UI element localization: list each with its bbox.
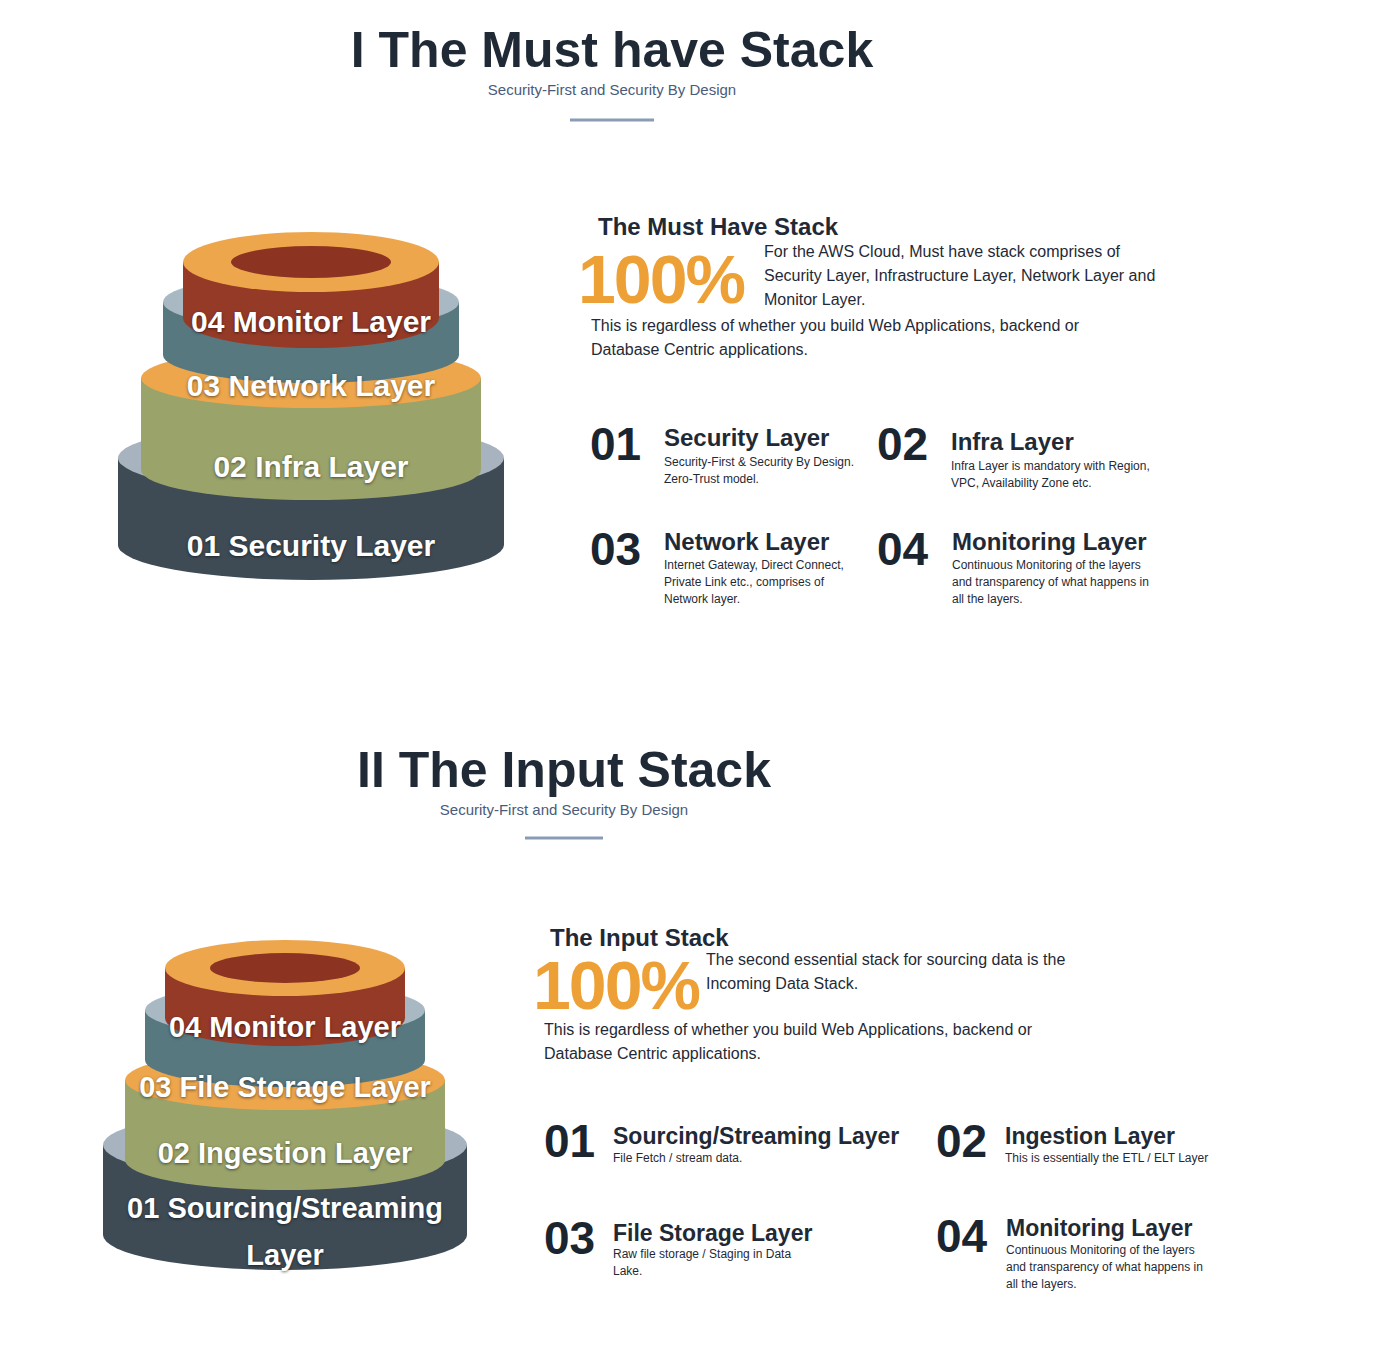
layer-label: 01 Security Layer [146,528,476,564]
stack-layer: 03 File Storage Layer [105,1069,465,1105]
item-description: Infra Layer is mandatory with Region, VP… [951,458,1151,492]
layer-label: 04 Monitor Layer [135,1009,435,1045]
layer-label: 03 File Storage Layer [105,1069,465,1105]
item-description: Continuous Monitoring of the layers and … [1006,1242,1216,1293]
layer-label: 02 Ingestion Layer [125,1135,445,1171]
page-title: I The Must have Stack [262,18,962,82]
section-heading: The Input Stack [550,923,950,953]
item-description: Security-First & Security By Design. Zer… [664,454,869,488]
layer-label: 01 Sourcing/Streaming Layer [95,1185,475,1279]
percent-figure: 100% [533,950,733,1020]
item-title: Monitoring Layer [1006,1213,1266,1243]
item-number: 01 [590,418,662,470]
item-title: Monitoring Layer [952,527,1192,557]
intro-text: This is regardless of whether you build … [591,314,1151,362]
item-title: Ingestion Layer [1005,1121,1265,1151]
item-description: This is essentially the ETL / ELT Layer [1005,1150,1235,1167]
item-description: Continuous Monitoring of the layers and … [952,557,1162,608]
stack-layer: 04 Monitor Layer [151,304,471,340]
item-title: Network Layer [664,527,874,557]
layer-label: 02 Infra Layer [151,449,471,485]
stack-layer: 04 Monitor Layer [135,1009,435,1045]
subtitle: Security-First and Security By Design [214,800,914,820]
percent-figure: 100% [578,244,778,314]
layer-label: 03 Network Layer [151,368,471,404]
item-number: 04 [936,1210,1008,1262]
item-number: 02 [936,1115,1008,1167]
item-title: Infra Layer [951,427,1171,457]
stack-layer: 02 Infra Layer [151,449,471,485]
item-number: 02 [877,418,949,470]
stack-layer: 03 Network Layer [151,368,471,404]
item-description: Internet Gateway, Direct Connect, Privat… [664,557,859,608]
stack-layer: 01 Sourcing/Streaming Layer [95,1185,475,1279]
item-number: 01 [544,1115,616,1167]
item-number: 03 [590,523,662,575]
item-title: Security Layer [664,423,874,453]
item-title: Sourcing/Streaming Layer [613,1121,933,1151]
stack-layer: 02 Ingestion Layer [125,1135,445,1171]
divider-line [525,837,603,840]
item-number: 04 [877,523,949,575]
item-title: File Storage Layer [613,1218,913,1248]
intro-text: For the AWS Cloud, Must have stack compr… [764,240,1174,312]
subtitle: Security-First and Security By Design [262,80,962,100]
page-title: II The Input Stack [214,738,914,802]
item-description: File Fetch / stream data. [613,1150,913,1167]
item-description: Raw file storage / Staging in Data Lake. [613,1246,793,1280]
stack-layer: 01 Security Layer [146,528,476,564]
item-number: 03 [544,1212,616,1264]
section-heading: The Must Have Stack [598,212,998,242]
intro-text: This is regardless of whether you build … [544,1018,1064,1066]
layer-label: 04 Monitor Layer [151,304,471,340]
divider-line [570,119,654,122]
intro-text: The second essential stack for sourcing … [706,948,1086,996]
cake-stack [118,232,504,580]
